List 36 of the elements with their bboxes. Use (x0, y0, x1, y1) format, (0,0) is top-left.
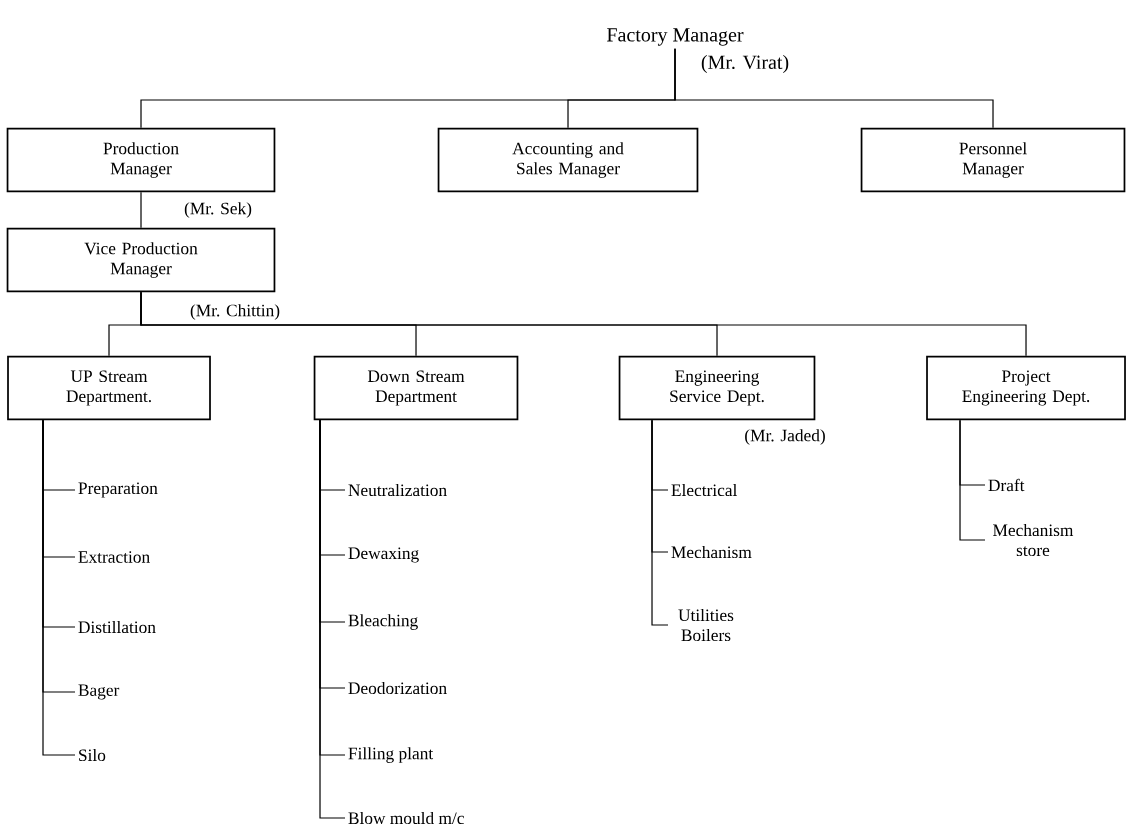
connector-line (42, 419, 76, 756)
section-label: Mechanism store (993, 523, 1074, 557)
connector-line (140, 191, 142, 229)
position-box: Down Stream Department (313, 355, 519, 421)
section-label: Electrical (671, 483, 737, 497)
section-label: Extraction (78, 551, 150, 563)
connector-line (651, 419, 669, 626)
section-label: Preparation (78, 482, 158, 498)
section-label: Bleaching (348, 614, 418, 630)
section-label: Dewaxing (348, 547, 419, 563)
position-box: Personnel Manager (860, 127, 1126, 193)
section-label: Neutralization (348, 483, 447, 497)
name-label: (Mr. Jaded) (745, 429, 825, 445)
section-label: Distillation (78, 620, 156, 634)
section-label: Filling plant (348, 747, 434, 763)
connector-line (140, 291, 1027, 357)
section-label: Deodorization (348, 681, 447, 695)
position-box: Engineering Service Dept. (618, 355, 816, 421)
title-label: Factory Manager (607, 28, 744, 46)
name-label: (Mr. Chittin) (190, 304, 280, 320)
position-box: UP Stream Department. (7, 355, 211, 421)
section-label: Draft (988, 478, 1025, 492)
position-box: Accounting and Sales Manager (437, 127, 699, 193)
section-label: Bager (78, 684, 120, 700)
position-box: Project Engineering Dept. (926, 355, 1126, 421)
position-box: Vice Production Manager (6, 227, 276, 293)
name-label: (Mr. Sek) (184, 202, 252, 218)
connector-line (319, 419, 346, 819)
section-label: Utilities Boilers (678, 608, 734, 642)
position-box: Production Manager (6, 127, 276, 193)
connector-line (959, 419, 986, 541)
section-label: Mechanism (671, 545, 752, 559)
section-label: Silo (79, 748, 106, 762)
connector-line (674, 48, 994, 129)
name-label: (Mr. Virat) (701, 54, 789, 74)
section-label: Blow mould m/c (348, 811, 464, 825)
